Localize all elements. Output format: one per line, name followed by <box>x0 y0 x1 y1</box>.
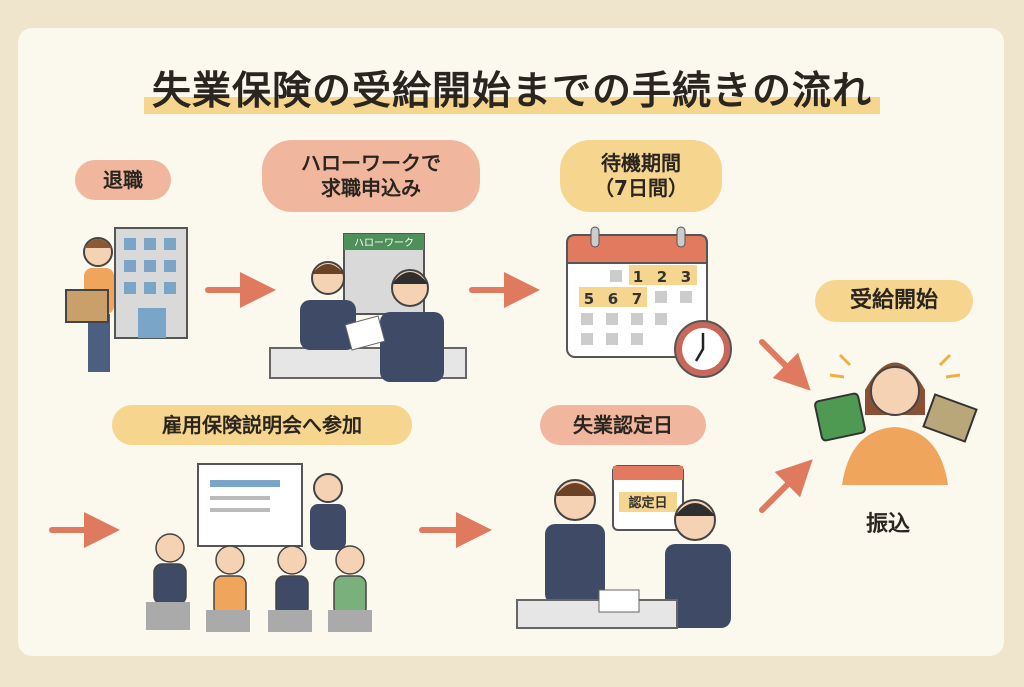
retire-illustration <box>65 227 188 372</box>
step-seminar-label: 雇用保険説明会へ参加 <box>112 405 412 445</box>
smiling-face <box>870 366 920 416</box>
step-waiting-label: 待機期間 （7日間） <box>560 140 722 212</box>
step-retire-label: 退職 <box>75 160 171 200</box>
calendar-day: 7 <box>632 290 642 308</box>
calendar-day: 1 <box>633 268 643 286</box>
calendar-day: 3 <box>681 268 691 286</box>
calendar-day: 5 <box>584 290 594 308</box>
cash-icon <box>922 393 978 443</box>
waiting-line1: 待機期間 <box>601 151 681 175</box>
hellowork-sign: ハローワーク <box>354 237 414 249</box>
receiving-person-illustration <box>814 353 978 485</box>
page-title: 失業保険の受給開始までの手続きの流れ <box>0 60 1024 116</box>
bankbook-icon <box>814 392 866 442</box>
hellowork-line1: ハローワークで <box>301 151 441 175</box>
step-hellowork-label: ハローワークで 求職申込み <box>262 140 480 212</box>
hellowork-illustration: ハローワーク <box>269 233 467 382</box>
whiteboard <box>197 463 303 547</box>
certification-calendar-text: 認定日 <box>628 495 667 511</box>
calendar-day: 6 <box>608 290 618 308</box>
hellowork-line2: 求職申込み <box>321 176 421 200</box>
transfer-label: 振込 <box>866 512 911 537</box>
certification-illustration: 認定日 <box>516 465 731 629</box>
step-certification-label: 失業認定日 <box>540 405 706 445</box>
arrow-6 <box>759 459 813 513</box>
waiting-calendar-illustration: 1 2 3 5 6 7 <box>566 226 732 378</box>
seminar-illustration <box>146 463 372 632</box>
step-start-label: 受給開始 <box>815 280 973 322</box>
waiting-line2: （7日間） <box>594 176 688 200</box>
title-text: 失業保険の受給開始までの手続きの流れ <box>143 69 880 114</box>
arrow-3 <box>759 339 811 391</box>
box-icon <box>65 289 109 323</box>
calendar-day: 2 <box>657 268 667 286</box>
